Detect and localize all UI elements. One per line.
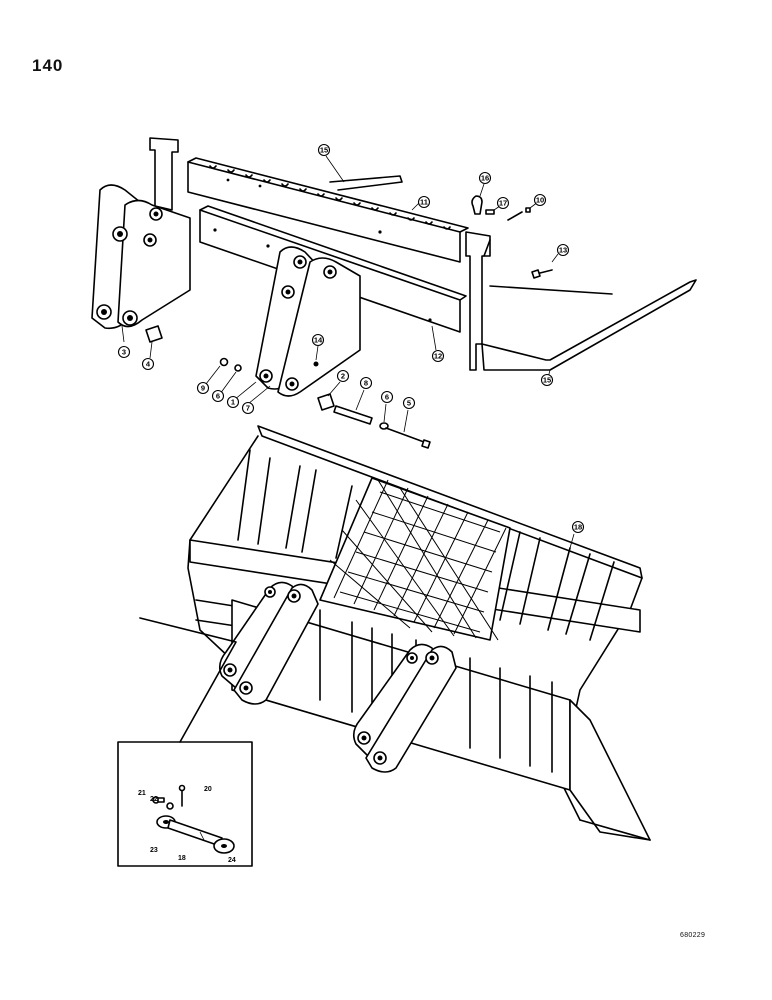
callout-3: 3 xyxy=(122,348,126,357)
callout-7: 7 xyxy=(246,404,250,413)
callout-5: 5 xyxy=(407,399,411,408)
inset-label-23: 23 xyxy=(150,847,158,854)
inset-label-18: 18 xyxy=(178,855,186,862)
callout-14: 14 xyxy=(314,336,323,345)
inset-label-20: 20 xyxy=(204,786,212,793)
callout-11: 11 xyxy=(420,198,428,207)
callout-6-left: 6 xyxy=(216,392,220,401)
callout-2: 2 xyxy=(341,372,345,381)
callout-13: 13 xyxy=(559,246,567,255)
callouts: 15 11 16 17 10 13 3 4 14 12 xyxy=(117,143,585,549)
callout-8: 8 xyxy=(364,379,368,388)
callout-9: 9 xyxy=(201,384,205,393)
fork-carriage-assembly xyxy=(91,137,697,449)
drawing-id: 680229 xyxy=(680,932,706,939)
callout-10: 10 xyxy=(536,196,544,205)
callout-16: 16 xyxy=(481,174,489,183)
callout-1: 1 xyxy=(231,398,235,407)
callout-6-right: 6 xyxy=(385,393,389,402)
inset-label-21: 21 xyxy=(138,790,146,797)
callout-4: 4 xyxy=(146,360,151,369)
inset-label-24: 24 xyxy=(228,857,236,864)
callout-18: 18 xyxy=(574,523,582,532)
callout-12: 12 xyxy=(434,352,442,361)
page-number: 140 xyxy=(32,56,64,75)
bucket-assembly xyxy=(139,425,651,841)
mesh-grid xyxy=(319,477,511,641)
inset-labels: 21 22 20 23 18 24 xyxy=(138,786,236,864)
callout-15-bottom: 15 xyxy=(543,376,551,385)
inset-label-22: 22 xyxy=(150,796,158,803)
callout-17: 17 xyxy=(499,199,507,208)
detail-inset xyxy=(117,741,253,867)
callout-15-top: 15 xyxy=(320,146,328,155)
